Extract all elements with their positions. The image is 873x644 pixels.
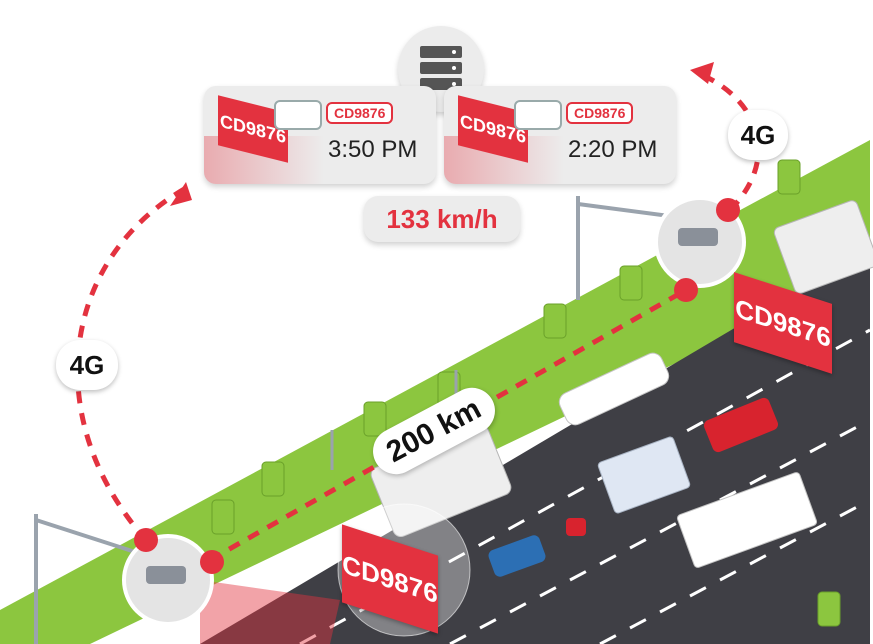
camera-right-icon [678, 228, 718, 246]
blue-car [488, 535, 546, 577]
tree [543, 303, 567, 339]
network-label-left: 4G [56, 340, 118, 390]
link-left-arc [75, 185, 188, 542]
box-truck [597, 436, 691, 514]
semi-trailer [676, 472, 818, 568]
capture-card-left: CD9876 CD9876 3:50 PM [204, 86, 436, 184]
lane-line [449, 418, 871, 644]
capture-time: 3:50 PM [328, 136, 418, 163]
node-dot [716, 198, 740, 222]
car-graphic [274, 100, 322, 130]
tree [619, 265, 643, 301]
camera-left-icon [146, 566, 186, 584]
tree [817, 591, 841, 627]
tree [363, 401, 387, 437]
car-graphic [514, 100, 562, 130]
network-label-right: 4G [728, 110, 788, 160]
motorbike [566, 518, 586, 536]
bus-right [773, 200, 873, 294]
arrowhead-right [690, 62, 714, 84]
arrowhead-left [170, 182, 192, 206]
tree [777, 159, 801, 195]
capture-time: 2:20 PM [568, 136, 658, 163]
link-right-arc [699, 71, 761, 212]
limousine [558, 352, 670, 426]
camera-ray-left [200, 580, 340, 644]
average-speed-badge: 133 km/h [364, 196, 520, 242]
tree [211, 499, 235, 535]
plate-tag: CD9876 [566, 102, 634, 124]
tree [261, 461, 285, 497]
node-dot [674, 278, 698, 302]
node-dot [200, 550, 224, 574]
node-dot [134, 528, 158, 552]
lane-line [599, 498, 871, 644]
red-car [703, 397, 779, 453]
plate-tag: CD9876 [326, 102, 394, 124]
capture-card-right: CD9876 CD9876 2:20 PM [444, 86, 676, 184]
